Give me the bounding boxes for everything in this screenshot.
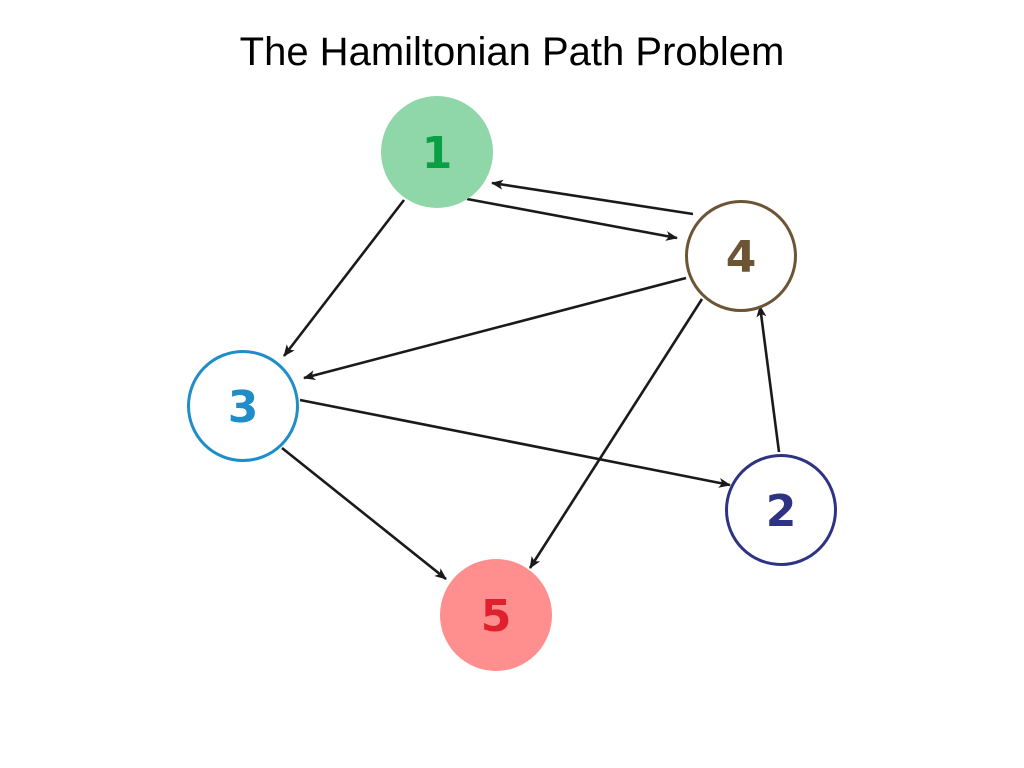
node-4: 4 bbox=[685, 200, 797, 312]
node-5-circle bbox=[440, 559, 552, 671]
edge-4-to-5 bbox=[528, 298, 704, 569]
edge-1-to-3 bbox=[282, 199, 406, 357]
node-4-circle bbox=[685, 200, 797, 312]
node-1: 1 bbox=[381, 96, 493, 208]
edge-3-to-2 bbox=[299, 398, 731, 488]
page-title: The Hamiltonian Path Problem bbox=[239, 30, 785, 74]
nodes-layer: 1 4 3 2 5 bbox=[187, 96, 837, 671]
node-2-label: 2 bbox=[766, 486, 797, 537]
node-3-circle bbox=[187, 350, 299, 462]
node-4-label: 4 bbox=[726, 232, 757, 283]
node-1-circle bbox=[381, 96, 493, 208]
edge-4-to-1 bbox=[491, 179, 694, 216]
node-2: 2 bbox=[725, 454, 837, 566]
node-3-label: 3 bbox=[228, 382, 259, 433]
edges-layer bbox=[281, 179, 781, 581]
edge-1-to-4 bbox=[466, 197, 678, 241]
node-5-label: 5 bbox=[481, 591, 512, 642]
edge-3-to-5 bbox=[281, 446, 447, 581]
node-3: 3 bbox=[187, 350, 299, 462]
node-1-label: 1 bbox=[422, 128, 453, 179]
node-5: 5 bbox=[440, 559, 552, 671]
edge-4-to-3 bbox=[303, 276, 687, 381]
node-2-circle bbox=[725, 454, 837, 566]
edge-2-to-4 bbox=[756, 305, 781, 453]
